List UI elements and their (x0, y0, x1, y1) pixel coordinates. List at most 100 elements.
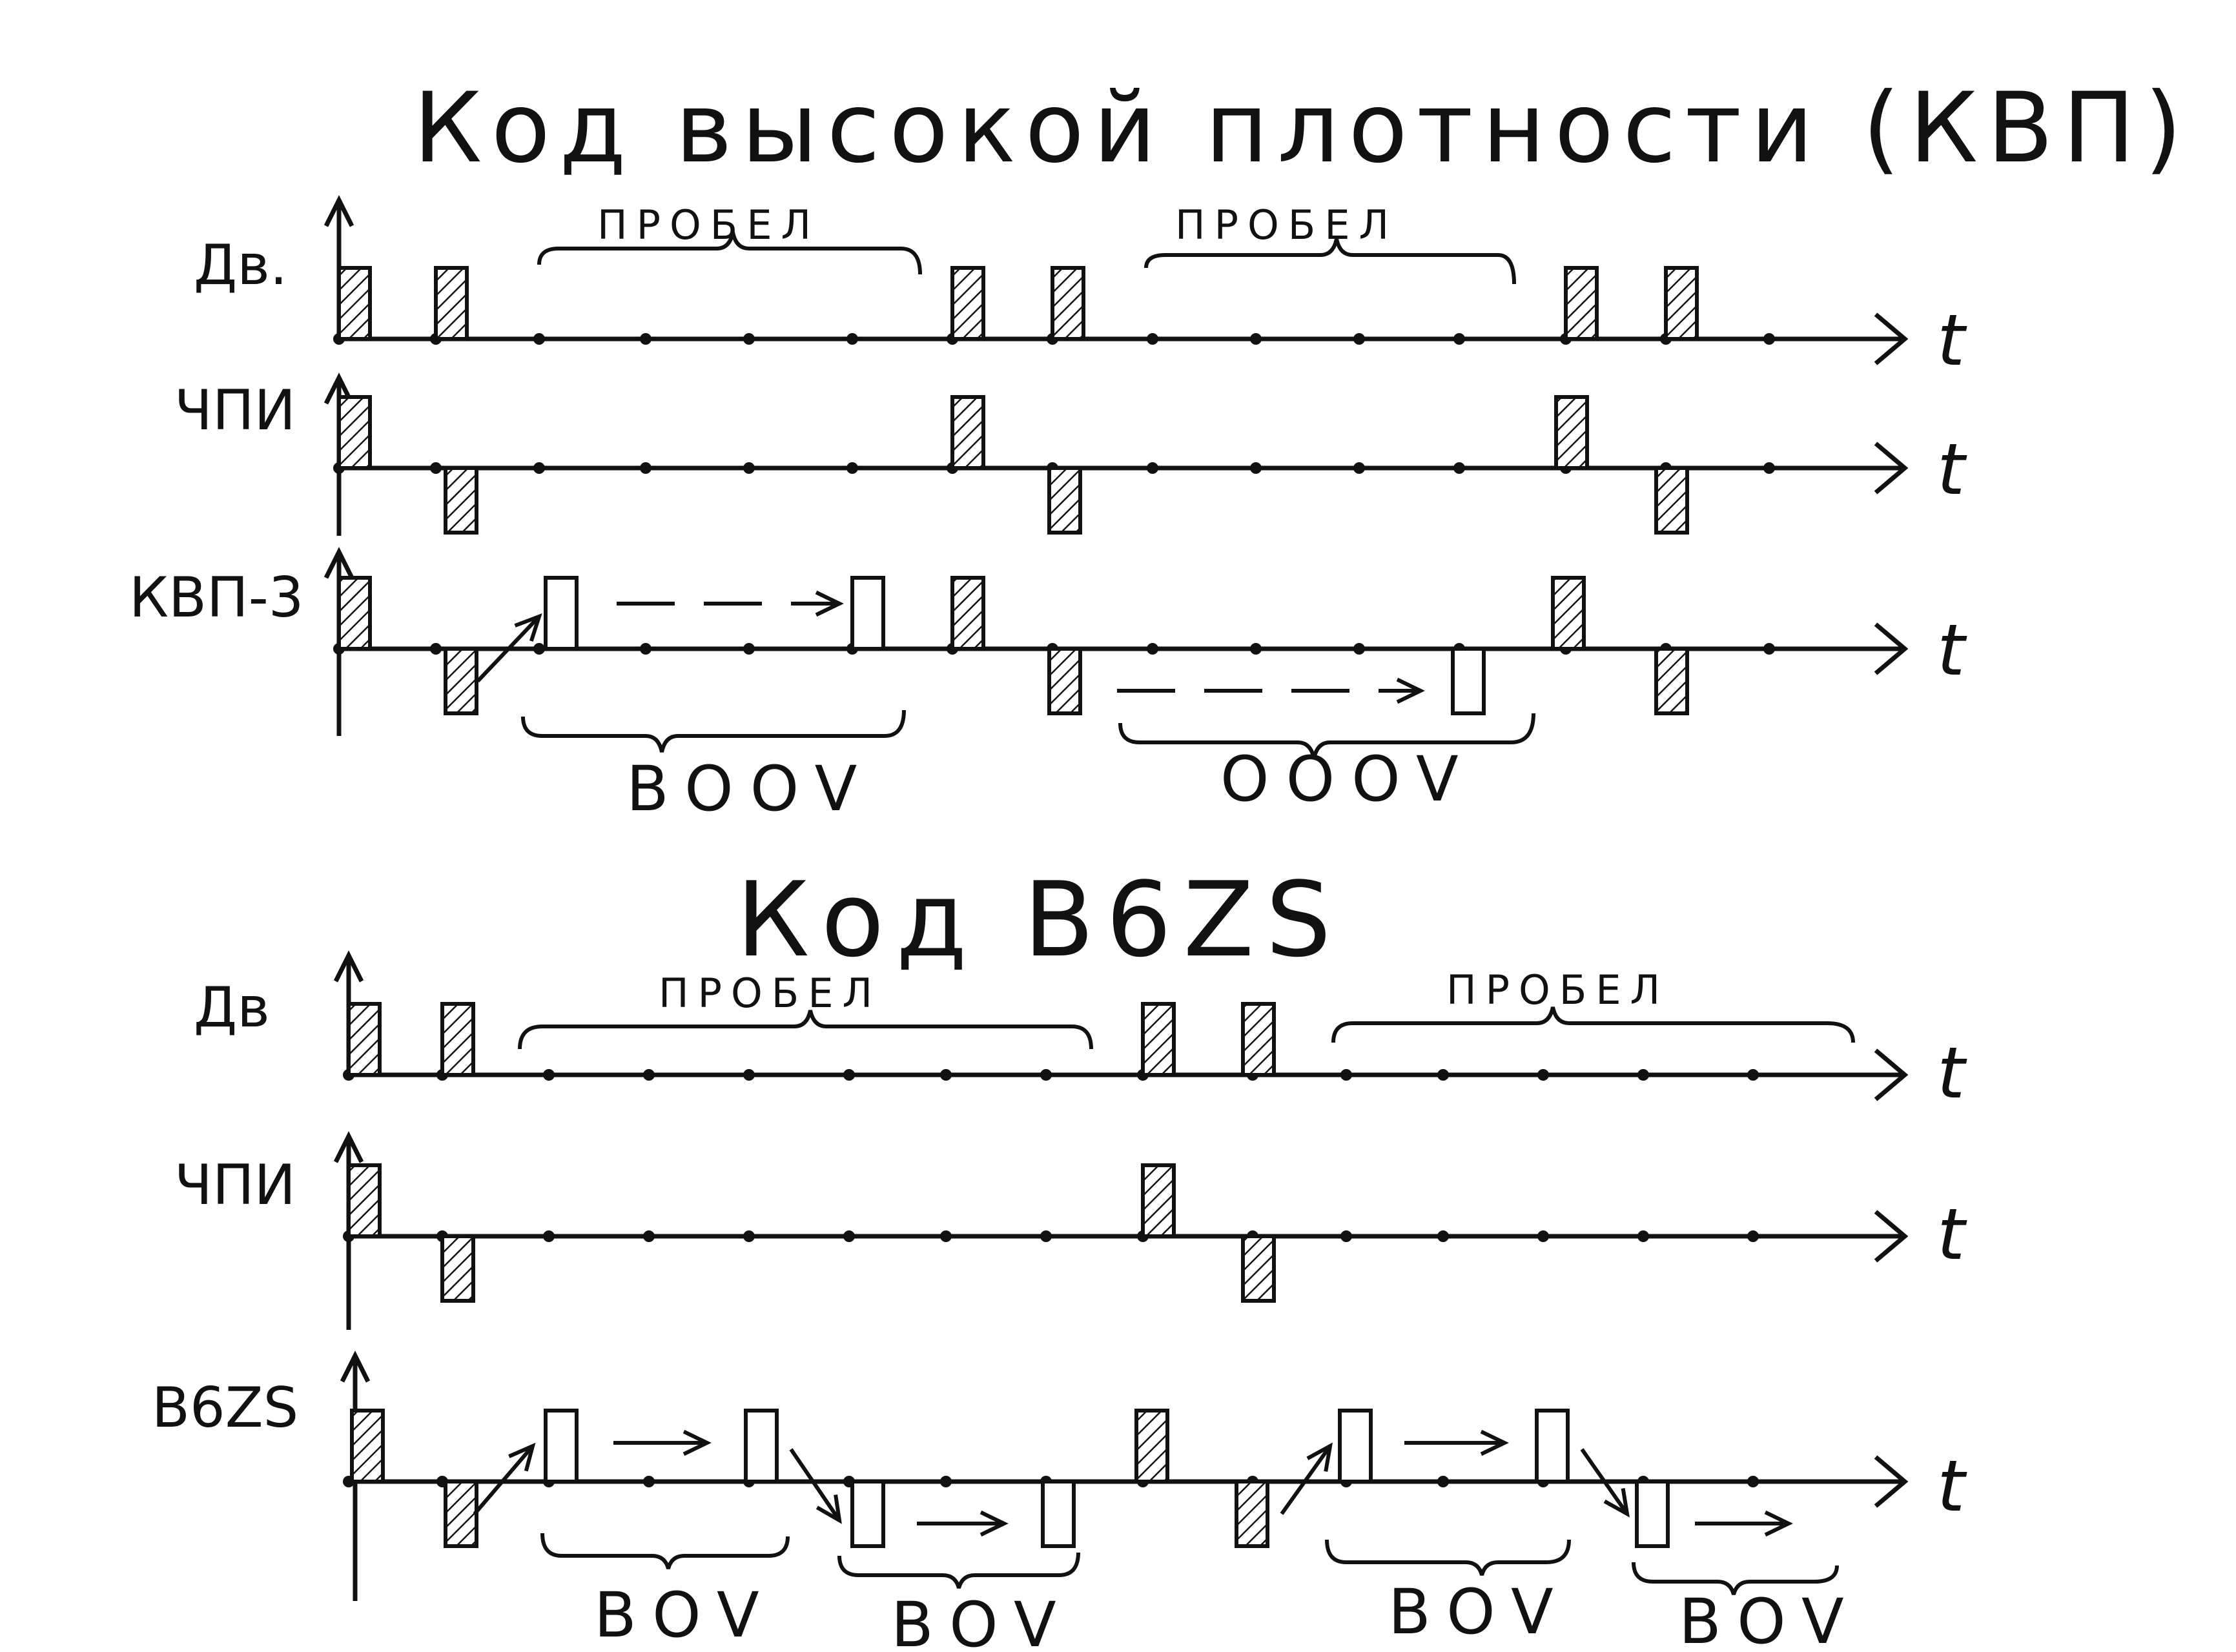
hdb3-code-pulse (337, 576, 372, 651)
sub-brace-2c (1325, 1539, 1571, 1576)
b6zs-code-v-pulse (1535, 1409, 1570, 1484)
b6zs-ami-dot (1747, 1230, 1759, 1242)
sub-label-bov-4: BOV (1679, 1586, 1861, 1652)
sub-brace-1a (521, 709, 906, 753)
b6zs-ami-dot (843, 1230, 855, 1242)
hdb3-ami-dot (846, 462, 858, 474)
b6zs-code-time-arrow (1874, 1455, 1909, 1508)
row-label-hdb3: КВП-3 (129, 566, 303, 630)
row-label-ami-1: ЧПИ (174, 378, 296, 443)
section2-title: Код B6ZS (736, 859, 1343, 980)
b6zs-arrow-3-head (815, 1494, 842, 1524)
b6zs-code-dot (1747, 1476, 1759, 1487)
b6zs-arrow-4-head (980, 1510, 1009, 1537)
hdb3-ami-pulse (950, 395, 985, 470)
b6zs-code-pulse (350, 1409, 385, 1484)
hdb3-ami-dot (1453, 462, 1465, 474)
gap-brace-2b (1331, 1006, 1855, 1043)
hdb3-binary-level-arrow (323, 195, 354, 227)
b6zs-ami-dot (940, 1230, 952, 1242)
section1-title: Код высокой плотности (КВП) (413, 72, 2191, 185)
hdb3-binary-pulse (1564, 266, 1599, 341)
hdb3-binary-dot (533, 333, 545, 345)
hdb3-ami-dot (533, 462, 545, 474)
b6zs-binary-dot (543, 1069, 555, 1081)
b6zs-code-b-pulse (1338, 1409, 1373, 1484)
hdb3-code-v-pulse (1451, 647, 1486, 715)
hdb3-binary-dot (640, 333, 651, 345)
b6zs-ami-time-arrow (1874, 1210, 1909, 1263)
b6zs-arrow-5-head (1306, 1442, 1333, 1472)
hdb3-binary-time-arrow (1874, 312, 1909, 365)
b6zs-arrow-7-head (1603, 1488, 1630, 1518)
b6zs-binary-dot (1747, 1069, 1759, 1081)
b6zs-ami-dot (1040, 1230, 1052, 1242)
b6zs-binary-pulse (347, 1002, 382, 1077)
hdb3-ami-pulse (1554, 395, 1589, 470)
b6zs-code-pulse (1134, 1409, 1169, 1484)
sub-brace-2d (1632, 1562, 1839, 1595)
hdb3-ami-dot (430, 462, 442, 474)
gap-label-2b: ПРОБЕЛ (1446, 966, 1669, 1014)
b6zs-binary-dot (643, 1069, 655, 1081)
hdb3-binary-dot (743, 333, 755, 345)
b6zs-binary-dot (1040, 1069, 1052, 1081)
hdb3-arrow-b-head (514, 613, 542, 642)
hdb3-code-pulse (950, 576, 985, 651)
hdb3-binary-dot (1147, 333, 1158, 345)
b6zs-binary-pulse (440, 1002, 475, 1077)
sub-label-ooov: OOOV (1220, 743, 1475, 815)
hdb3-code-dot (640, 643, 651, 655)
b6zs-arrow-2-head (682, 1429, 712, 1456)
hdb3-binary-dot (1250, 333, 1262, 345)
hdb3-code-pulse (444, 647, 478, 715)
axis-t-3: t (1937, 609, 1967, 691)
b6zs-arrow-6-head (1480, 1429, 1509, 1456)
axis-t-4: t (1937, 1032, 1967, 1114)
hdb3-binary-pulse (1664, 266, 1699, 341)
b6zs-ami-pulse (440, 1234, 475, 1303)
b6zs-ami-dot (1637, 1230, 1649, 1242)
b6zs-binary-dot (940, 1069, 952, 1081)
gap-label-2a: ПРОБЕЛ (659, 970, 881, 1017)
axis-t-6: t (1937, 1445, 1967, 1527)
b6zs-arrow-3-line (789, 1448, 841, 1522)
hdb3-ami-pulse (1047, 466, 1082, 535)
hdb3-code-dot (533, 643, 545, 655)
hdb3-binary-dot (1453, 333, 1465, 345)
hdb3-ami-pulse (444, 466, 478, 535)
b6zs-code-pulse (1235, 1480, 1269, 1548)
b6zs-binary-dot (1340, 1069, 1352, 1081)
b6zs-ami-dot (643, 1230, 655, 1242)
hdb3-ami-dot (1763, 462, 1775, 474)
b6zs-code-b-pulse (850, 1480, 885, 1548)
hdb3-binary-pulse (337, 266, 372, 341)
hdb3-code-pulse (1654, 647, 1689, 715)
row-label-b6zs: B6ZS (152, 1376, 298, 1440)
b6zs-code-dot (643, 1476, 655, 1487)
b6zs-ami-pulse (347, 1163, 382, 1238)
sub-label-bov-2: BOV (891, 1589, 1073, 1652)
b6zs-code-pulse (444, 1480, 478, 1548)
b6zs-arrow-7-line (1580, 1448, 1629, 1515)
sub-label-bov-1: BOV (594, 1579, 776, 1651)
hdb3-ami-pulse (337, 395, 372, 470)
hdb3-code-dot (743, 643, 755, 655)
b6zs-ami-level-arrow (333, 1131, 364, 1163)
gap-brace-1b (1144, 238, 1516, 285)
axis-t-5: t (1937, 1193, 1967, 1276)
hdb3-binary-pulse (434, 266, 469, 341)
sub-label-bov-3: BOV (1388, 1576, 1570, 1648)
b6zs-binary-level-arrow (333, 950, 364, 983)
gap-brace-1a (537, 232, 922, 275)
b6zs-arrow-5-line (1280, 1445, 1332, 1515)
hdb3-code-dot (1250, 643, 1262, 655)
hdb3-ami-time-arrow (1874, 442, 1909, 495)
b6zs-ami-pulse (1241, 1234, 1276, 1303)
b6zs-ami-dot (743, 1230, 755, 1242)
gap-label-1b: ПРОБЕЛ (1175, 201, 1398, 249)
b6zs-code-dot (1437, 1476, 1449, 1487)
hdb3-binary-dot (1353, 333, 1365, 345)
b6zs-ami-dot (1437, 1230, 1449, 1242)
hdb3-code-level-arrow (323, 547, 354, 579)
